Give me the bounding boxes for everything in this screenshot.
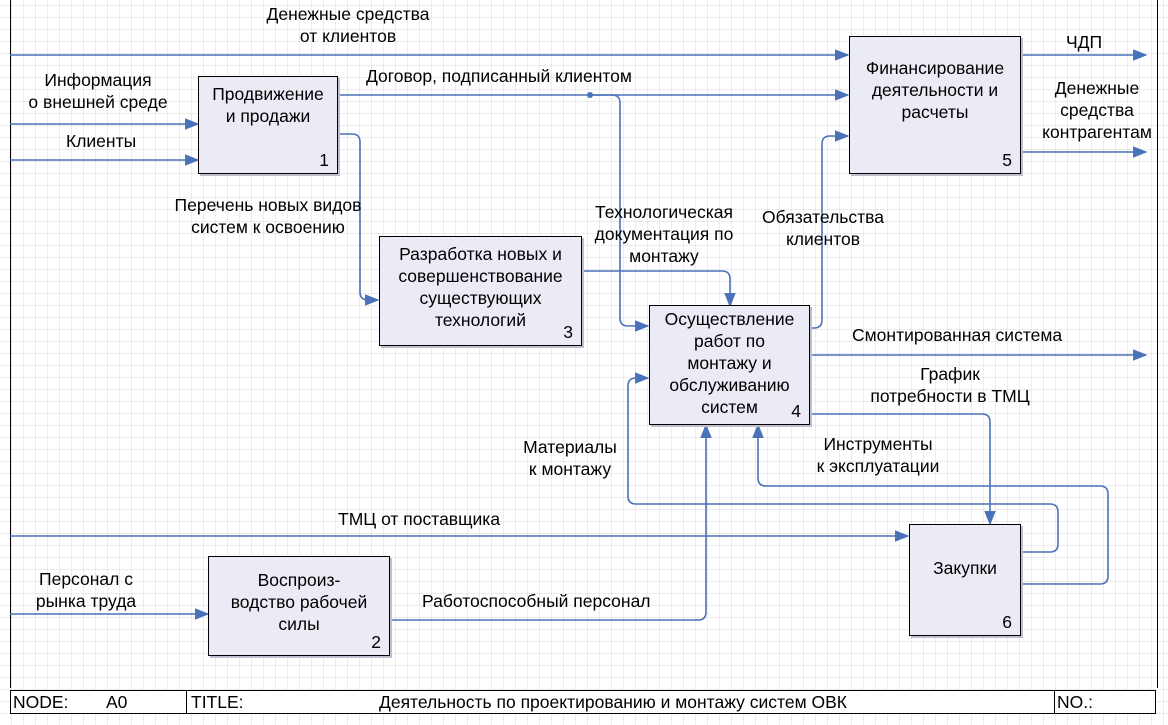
label-money-from-clients: Денежные средства от клиентов (266, 4, 430, 46)
block-number: 6 (1002, 612, 1012, 632)
node-label: NODE: (13, 692, 69, 712)
block-installation-works: Осуществление работ по монтажу и обслужи… (649, 305, 810, 425)
label-tmc-schedule: График потребности в ТМЦ (870, 364, 1030, 406)
label-tools: Инструменты к эксплуатации (816, 434, 940, 476)
block-label: Закупки (933, 558, 997, 578)
label-new-systems-list: Перечень новых видов систем к освоению (174, 195, 362, 237)
title-divider (186, 691, 187, 713)
diagram-frame (10, 0, 1158, 688)
title-block: NODE: A0 TITLE: Деятельность по проектир… (10, 690, 1156, 714)
label-installed-system: Смонтированная система (852, 325, 1063, 345)
block-number: 3 (563, 322, 573, 342)
arrow-layer (10, 49, 1148, 621)
arrow-materials (627, 372, 1059, 553)
title-divider (1054, 691, 1055, 713)
label-capable-staff: Работоспособный персонал (422, 591, 651, 611)
label-contract: Договор, подписанный клиентом (366, 66, 632, 86)
block-label: Продвижение и продажи (212, 84, 324, 126)
label-money-to-contractors: Денежные средства контрагентам (1042, 78, 1152, 142)
label-chdp: ЧДП (1066, 32, 1103, 52)
block-number: 4 (791, 401, 801, 421)
label-tech-docs: Технологическая документация по монтажу (594, 202, 734, 266)
block-number: 1 (319, 150, 329, 170)
label-external-info: Информация о внешней среде (28, 70, 168, 112)
arrow-tech-docs (582, 270, 736, 308)
block-label: Финансирование деятельности и расчеты (865, 58, 1005, 122)
arrow-capable-staff (390, 423, 712, 621)
block-purchasing: Закупки 6 (909, 524, 1021, 636)
label-labor-market: Персонал с рынка труда (35, 569, 137, 611)
arrow-new-systems (338, 133, 380, 306)
arrow-tmc-schedule (810, 413, 996, 526)
block-label: Воспроиз- водство рабочей силы (230, 570, 368, 634)
no-label: NO.: (1057, 692, 1093, 712)
title-value: Деятельность по проектированию и монтажу… (379, 692, 847, 712)
label-materials: Материалы к монтажу (523, 437, 617, 479)
arrow-obligations (810, 130, 850, 329)
label-client-obligations: Обязательства клиентов (762, 207, 884, 249)
label-clients: Клиенты (66, 131, 137, 151)
arrow-contract-to-install (590, 94, 650, 332)
block-number: 2 (371, 632, 381, 652)
block-label: Осуществление работ по монтажу и обслужи… (664, 309, 795, 417)
block-promotion-sales: Продвижение и продажи 1 (198, 76, 338, 174)
arrow-tools (752, 423, 1109, 585)
label-tmc-supplier: ТМЦ от поставщика (338, 509, 501, 529)
block-number: 5 (1002, 150, 1012, 170)
block-labor-reproduction: Воспроиз- водство рабочей силы 2 (208, 556, 390, 656)
block-label: Разработка новых и совершенствование сущ… (398, 244, 563, 330)
junction-dot (587, 92, 593, 98)
title-label: TITLE: (191, 692, 244, 712)
block-technology-development: Разработка новых и совершенствование сущ… (379, 236, 582, 346)
block-financing: Финансирование деятельности и расчеты 5 (849, 36, 1021, 174)
node-value: A0 (106, 692, 128, 712)
